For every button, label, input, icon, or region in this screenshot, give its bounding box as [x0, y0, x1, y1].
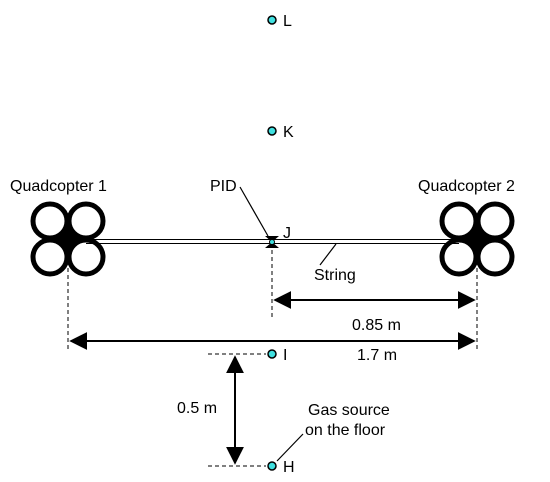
point-label-H: H [283, 459, 295, 476]
quadcopter-2-icon [439, 201, 515, 277]
string-label: String [314, 267, 356, 284]
gas-source-label-line2: on the floor [305, 422, 386, 439]
gas-source-label-line1: Gas source [308, 402, 390, 419]
point-label-L: L [283, 13, 292, 30]
point-label-I: I [283, 347, 287, 364]
point-K-icon [267, 126, 277, 136]
dimension-label-full: 1.7 m [357, 347, 397, 364]
point-label-K: K [283, 124, 294, 141]
string-leader-line [319, 243, 337, 266]
pid-label: PID [210, 178, 237, 195]
quadcopter-2-label: Quadcopter 2 [418, 178, 515, 195]
pid-leader-line [239, 186, 269, 237]
point-H-icon [267, 461, 277, 471]
point-L-icon [267, 15, 277, 25]
dimension-label-height: 0.5 m [177, 400, 217, 417]
point-I-icon [267, 349, 277, 359]
gas-source-leader-line [276, 433, 304, 462]
dimension-label-half: 0.85 m [352, 317, 401, 334]
pid-sensor-icon [265, 236, 279, 248]
quadcopter-1-label: Quadcopter 1 [10, 178, 107, 195]
point-label-J: J [283, 225, 291, 242]
